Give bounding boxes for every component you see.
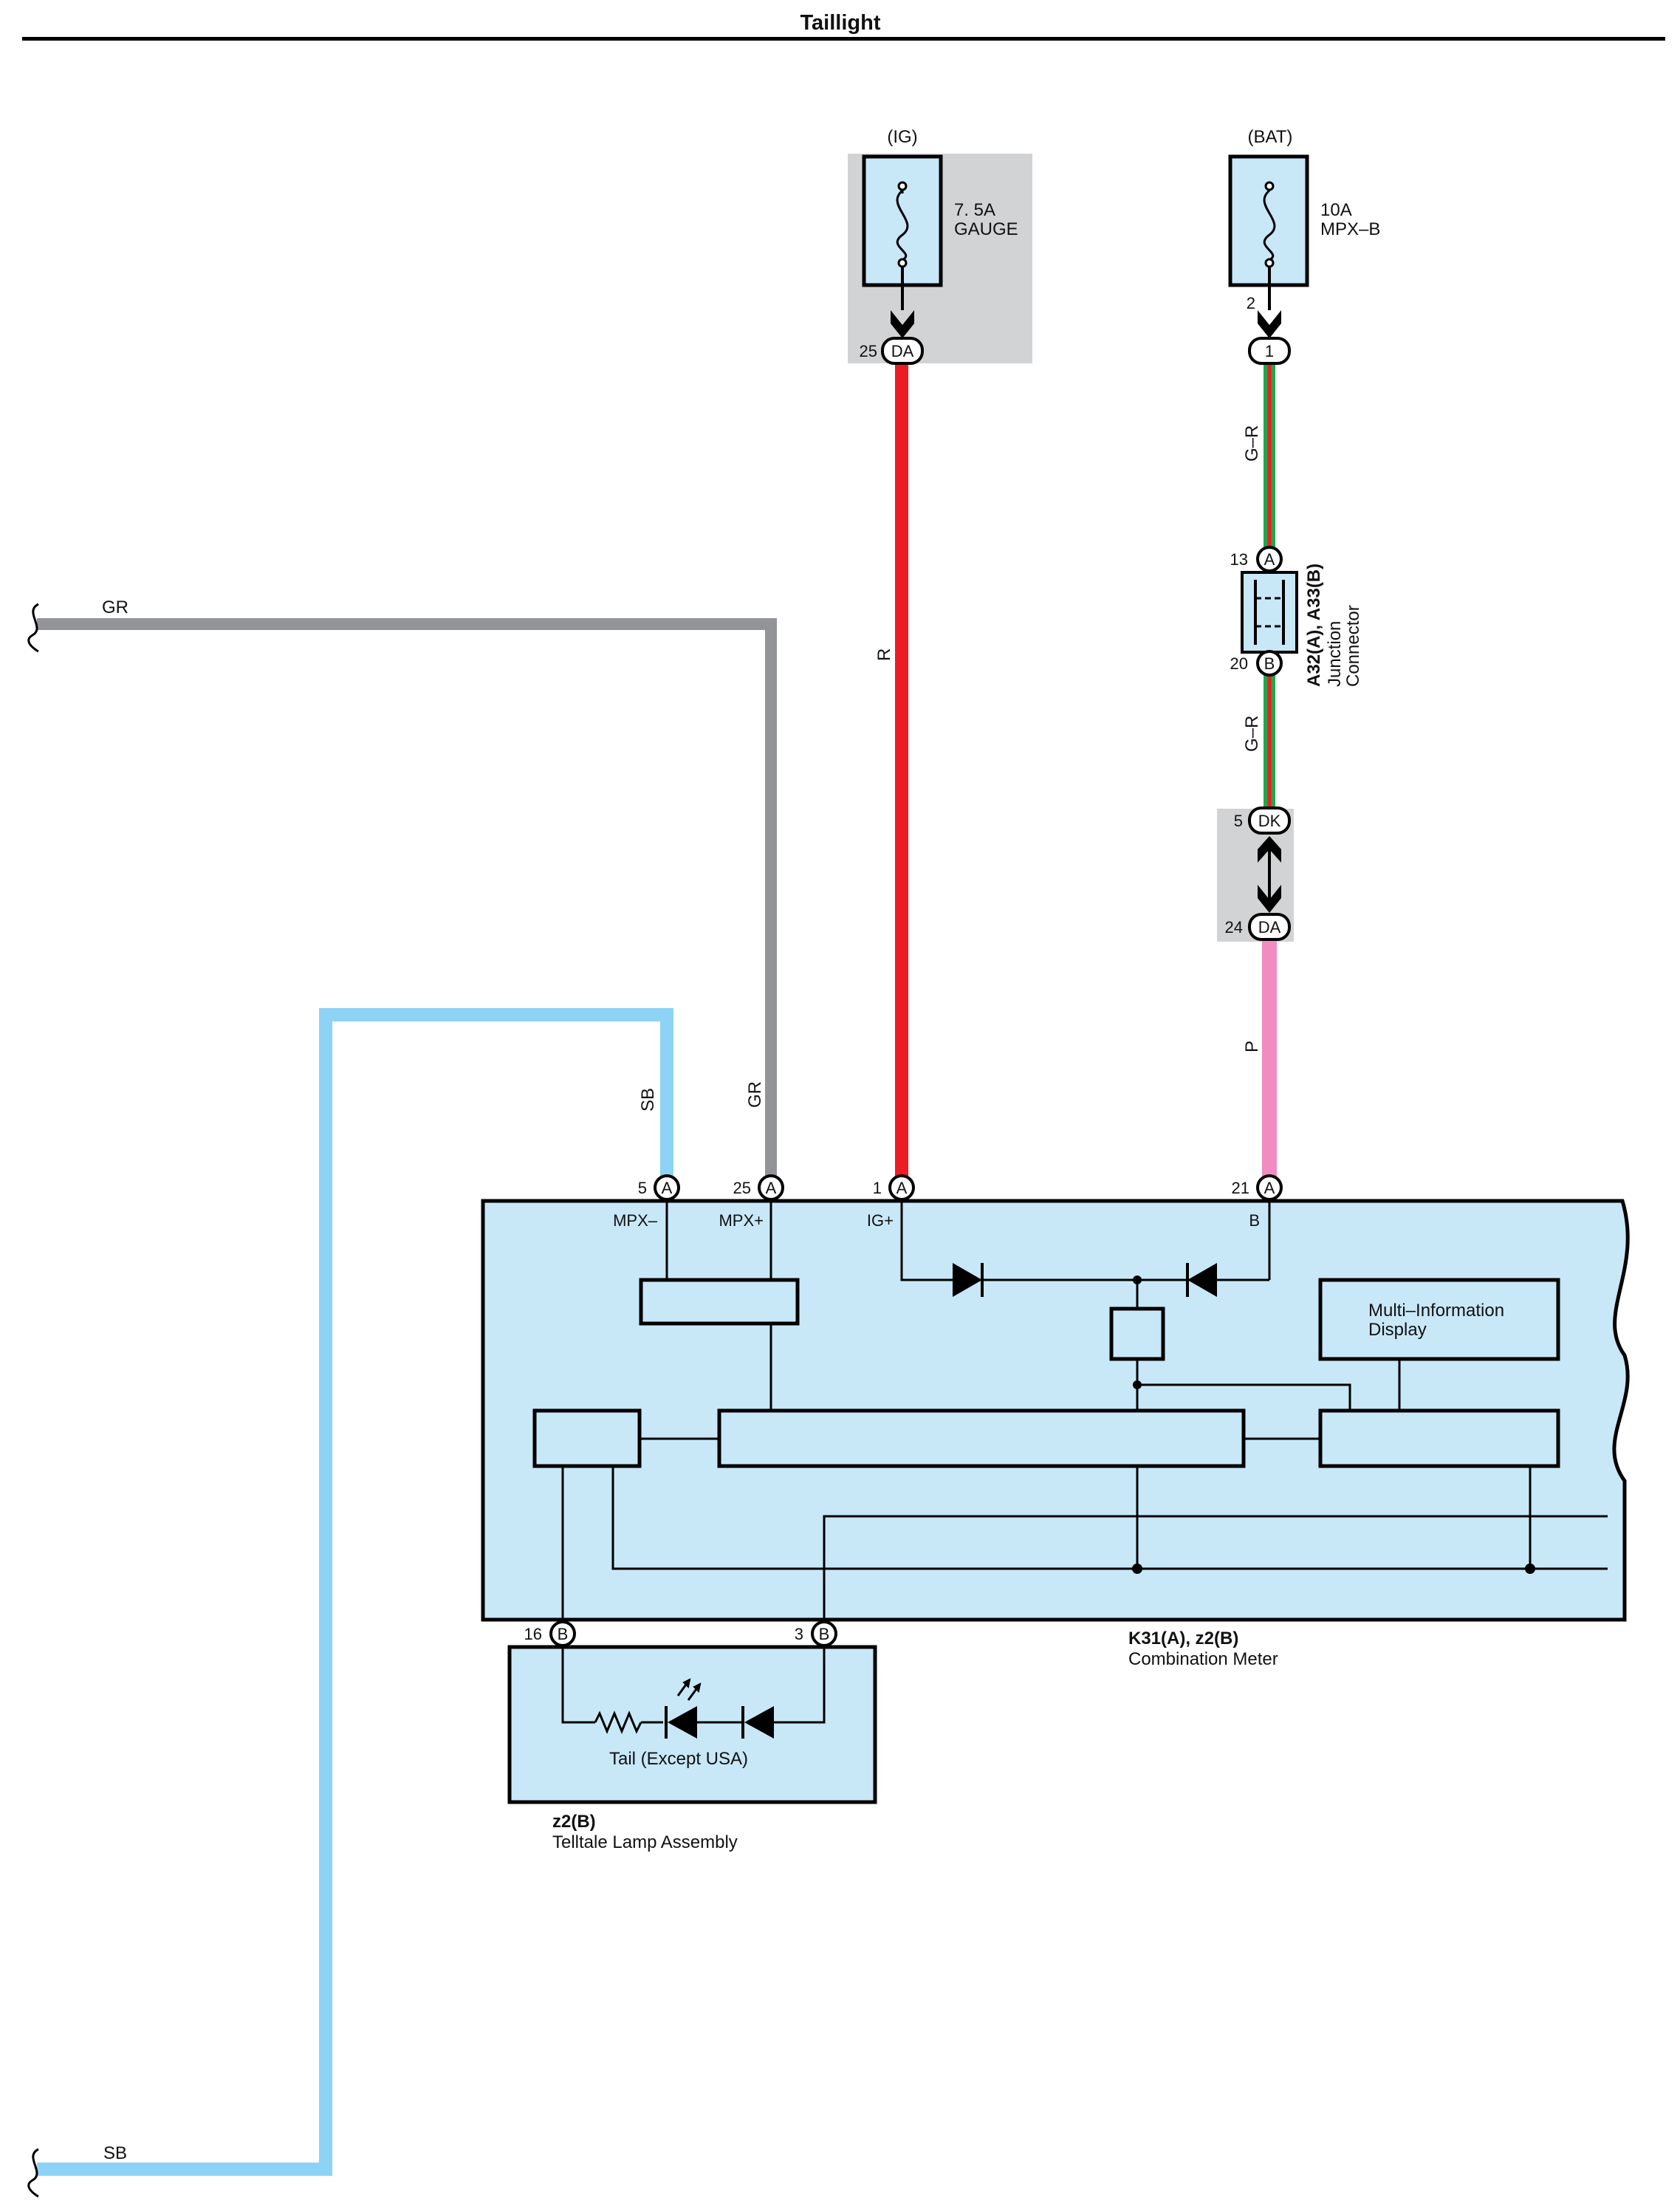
meter-pin-name: MPX– — [613, 1211, 658, 1230]
node-dot — [1132, 1564, 1142, 1574]
meter-pin-mpx-plus: A 25 MPX+ — [719, 1174, 784, 1230]
fuse-ig-terminal-number: 25 — [860, 342, 877, 360]
meter-mpx-interface-block — [639, 1278, 800, 1326]
telltale-pin-right-number: 3 — [795, 1625, 803, 1643]
telltale-name: Telltale Lamp Assembly — [552, 1832, 738, 1852]
meter-id: K31(A), z2(B) — [1128, 1629, 1238, 1648]
wire-label-g-r-lower: G–R — [1242, 716, 1262, 752]
junction-connector-name-2: Connector — [1343, 605, 1363, 687]
wire-label-sb-vertical: SB — [638, 1088, 658, 1112]
meter-name: Combination Meter — [1128, 1649, 1278, 1669]
wire-label-g-r-upper: G–R — [1242, 425, 1262, 462]
meter-display-label-1: Multi–Information — [1368, 1301, 1504, 1321]
junction-bottom-code: B — [1264, 654, 1275, 673]
fuse-ig-name: GAUGE — [954, 219, 1018, 239]
fuse-ig: (IG) 7. 5A GAUGE DA 25 — [860, 127, 1018, 365]
inline-bottom-pin: 24 — [1225, 918, 1243, 936]
telltale-pin-right-code: B — [819, 1625, 830, 1643]
fuse-ig-rating: 7. 5A — [954, 200, 995, 220]
meter-pin-mpx-minus: A 5 MPX– — [613, 1174, 680, 1230]
fuse-bat: (BAT) 10A MPX–B 2 1 — [1228, 127, 1380, 365]
fuse-bat-terminal-code: 1 — [1265, 342, 1274, 360]
meter-display-block — [1318, 1278, 1560, 1361]
meter-pin-number: 1 — [873, 1179, 882, 1197]
fuse-ig-source: (IG) — [887, 127, 917, 147]
junction-connector: A 13 B 20 A32(A), A33(B) Junction Connec… — [1230, 546, 1363, 687]
diode-ig — [953, 1263, 984, 1297]
wire-break-sb — [27, 2148, 39, 2198]
meter-pin-name: B — [1249, 1211, 1260, 1230]
tail-lamp-label: Tail (Except USA) — [609, 1749, 748, 1769]
fuse-bat-rating: 10A — [1320, 200, 1352, 220]
meter-pin-code: A — [766, 1179, 777, 1197]
fuse-ig-terminal-code: DA — [891, 342, 914, 360]
wire-sb — [37, 1008, 673, 2176]
combination-meter: Multi–Information Display A 5 MPX– A 25 … — [481, 1174, 1630, 1669]
inline-bottom-code: DA — [1258, 918, 1281, 936]
tail-diode — [741, 1706, 774, 1739]
meter-internal-lines — [561, 1196, 1608, 1625]
diagram-title: Taillight — [800, 11, 880, 35]
meter-pin-number: 25 — [733, 1179, 751, 1197]
meter-pin-number: 5 — [638, 1179, 647, 1197]
meter-pin-b: A 21 B — [1232, 1174, 1283, 1230]
fuse-bat-name: MPX–B — [1320, 219, 1380, 239]
junction-top-code: A — [1264, 550, 1275, 569]
fuse-bat-pin: 2 — [1247, 294, 1255, 312]
meter-pin-code: A — [896, 1179, 908, 1197]
node-dot — [1525, 1564, 1535, 1574]
telltale-id: z2(B) — [552, 1812, 596, 1832]
node-dot — [1133, 1276, 1142, 1284]
wire-label-sb-bottom: SB — [103, 2143, 127, 2163]
meter-pin-ig-plus: A 1 IG+ — [867, 1174, 915, 1230]
tail-led — [665, 1678, 702, 1739]
wire-gr — [37, 618, 777, 1183]
meter-right-block — [1318, 1408, 1560, 1468]
meter-pin-number: 21 — [1232, 1179, 1249, 1197]
junction-bottom-pin: 20 — [1230, 654, 1248, 673]
wire-label-gr-left: GR — [102, 597, 128, 617]
telltale-lamp-assembly: Tail (Except USA) B 16 B 3 z2(B) Telltal… — [507, 1620, 877, 1852]
diode-bat — [1186, 1263, 1217, 1297]
wire-label-p: P — [1242, 1041, 1262, 1052]
meter-pin-name: IG+ — [867, 1211, 894, 1230]
meter-display-label-2: Display — [1368, 1320, 1427, 1340]
junction-connector-id: A32(A), A33(B) — [1304, 564, 1324, 687]
inline-top-pin: 5 — [1234, 812, 1243, 830]
meter-left-block — [532, 1408, 642, 1468]
wire-break-gr — [27, 603, 39, 653]
fuse-bat-source: (BAT) — [1248, 127, 1293, 147]
meter-pin-code: A — [1264, 1179, 1275, 1197]
meter-pin-code: A — [662, 1179, 673, 1197]
title-rule — [22, 37, 1665, 41]
telltale-pin-left-code: B — [558, 1625, 569, 1643]
wire-label-r: R — [874, 648, 894, 661]
wire-label-gr-vertical: GR — [745, 1081, 765, 1108]
meter-pin-name: MPX+ — [719, 1211, 764, 1230]
node-dot — [1133, 1380, 1142, 1389]
junction-top-pin: 13 — [1230, 550, 1248, 569]
inline-connector: DK 5 DA 24 — [1225, 807, 1291, 941]
inline-top-code: DK — [1258, 812, 1281, 830]
telltale-pin-left-number: 16 — [524, 1625, 542, 1643]
junction-connector-name-1: Junction — [1325, 621, 1345, 687]
meter-power-block — [1109, 1307, 1165, 1361]
meter-cpu-block — [717, 1408, 1246, 1468]
